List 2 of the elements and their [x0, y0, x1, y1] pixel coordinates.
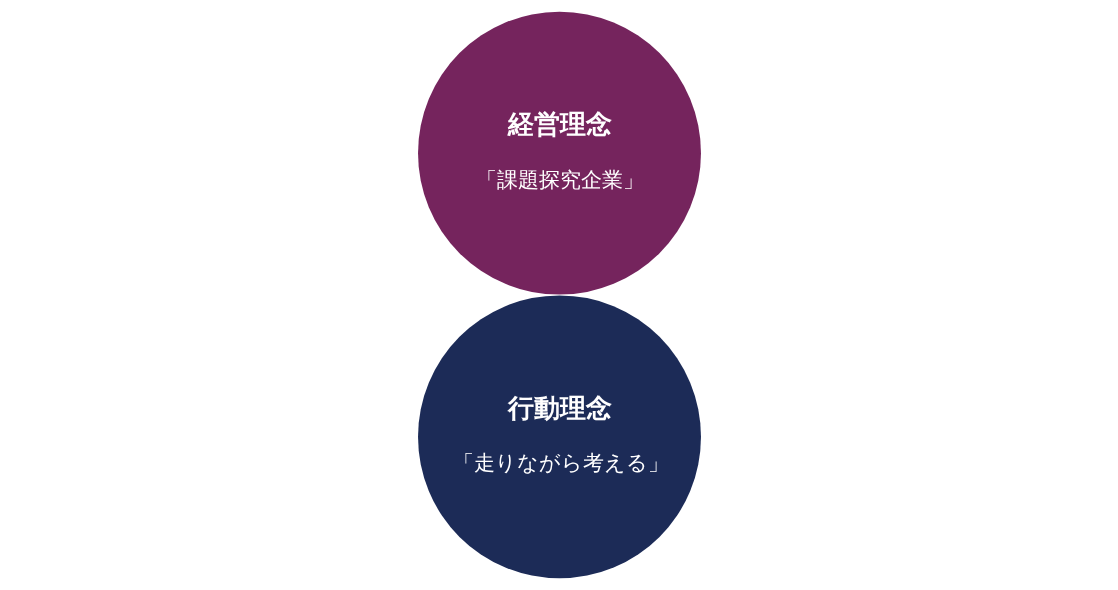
node-circle: 経営理念 「課題探究企業」: [417, 11, 701, 295]
node-circle: 行動理念 「走りながら考える」: [417, 295, 701, 579]
